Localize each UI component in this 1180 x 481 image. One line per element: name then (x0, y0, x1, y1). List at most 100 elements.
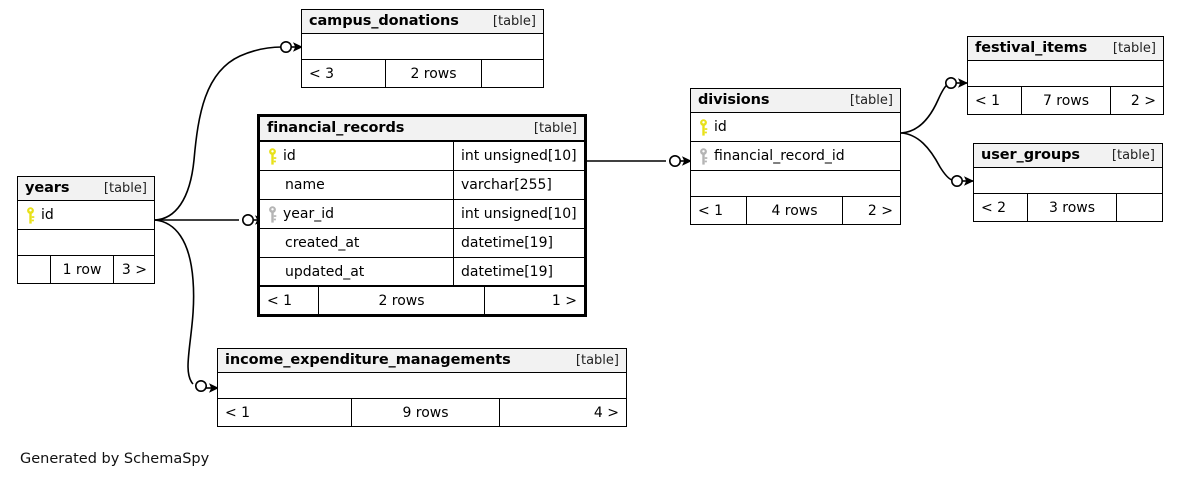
primary-key-icon (27, 206, 35, 224)
columns-ellipsis (218, 373, 626, 399)
table-footer: < 1 2 rows 1 > (260, 287, 584, 314)
table-type-tag: [table] (1112, 40, 1156, 56)
table-title: income_expenditure_managements (225, 352, 511, 368)
footer-child-count[interactable] (481, 60, 543, 87)
column-name-cell: id (18, 201, 154, 229)
footer-parent-count[interactable]: < 1 (267, 292, 293, 309)
table-footer: < 1 4 rows 2 > (691, 197, 900, 224)
footer-parent-count[interactable]: < 1 (225, 404, 251, 421)
table-type-tag: [table] (849, 92, 893, 108)
column-type: int unsigned[10] (453, 200, 584, 228)
table-title: user_groups (981, 147, 1080, 163)
column-type: varchar[255] (453, 171, 584, 199)
table-type-tag: [table] (103, 180, 147, 196)
column-name-cell: updated_at (260, 258, 453, 285)
table-footer: < 1 7 rows 2 > (968, 87, 1163, 114)
table-title: divisions (698, 92, 770, 108)
column-name-cell: year_id (260, 200, 453, 228)
edge-financial-records-divisions (587, 155, 692, 168)
column-row[interactable]: financial_record_id (691, 142, 900, 171)
table-type-tag: [table] (575, 352, 619, 368)
column-name: id (283, 148, 296, 164)
table-footer: < 1 9 rows 4 > (218, 399, 626, 426)
column-name: name (285, 177, 325, 193)
table-type-tag: [table] (1111, 147, 1155, 163)
table-header: user_groups [table] (974, 144, 1162, 168)
column-name: year_id (283, 206, 335, 222)
table-header: years [table] (18, 177, 154, 201)
column-name: created_at (285, 235, 360, 251)
table-header: campus_donations [table] (302, 10, 543, 34)
footer-child-count[interactable]: 4 > (499, 399, 626, 426)
table-type-tag: [table] (492, 13, 536, 29)
table-header: income_expenditure_managements [table] (218, 349, 626, 373)
column-name-cell: financial_record_id (691, 142, 900, 170)
footer-parent-count[interactable]: < 3 (309, 65, 335, 82)
columns-ellipsis (18, 230, 154, 256)
footer-row-count: 2 rows (318, 287, 484, 314)
table-divisions[interactable]: divisions [table] id (690, 88, 901, 225)
table-campus-donations[interactable]: campus_donations [table] < 3 2 rows (301, 9, 544, 88)
primary-key-icon (269, 147, 277, 165)
table-footer: < 2 3 rows (974, 194, 1162, 221)
footer-parent-count[interactable] (18, 256, 50, 283)
column-row[interactable]: created_at datetime[19] (260, 229, 584, 258)
footer-row-count: 2 rows (385, 60, 481, 87)
footer-child-count[interactable]: 2 > (1110, 87, 1163, 114)
table-type-tag: [table] (533, 120, 577, 136)
footer-parent-count[interactable]: < 1 (975, 92, 1001, 109)
column-type: datetime[19] (453, 229, 584, 257)
column-name: id (714, 119, 727, 135)
foreign-key-icon (269, 205, 277, 223)
footer-row-count: 4 rows (746, 197, 842, 224)
column-type: datetime[19] (453, 258, 584, 285)
footer-row-count: 7 rows (1021, 87, 1110, 114)
table-header: divisions [table] (691, 89, 900, 113)
column-name-cell: id (260, 142, 453, 170)
table-header: festival_items [table] (968, 37, 1163, 61)
footer-child-count[interactable]: 1 > (484, 287, 584, 314)
generator-credit: Generated by SchemaSpy (20, 451, 210, 467)
column-type: int unsigned[10] (453, 142, 584, 170)
primary-key-icon (700, 118, 708, 136)
foreign-key-icon (700, 147, 708, 165)
footer-child-count[interactable]: 2 > (842, 197, 900, 224)
footer-parent-count[interactable]: < 2 (981, 199, 1007, 216)
table-title: festival_items (975, 40, 1088, 56)
footer-row-count: 3 rows (1027, 194, 1116, 221)
footer-parent-count[interactable]: < 1 (698, 202, 724, 219)
table-footer: 1 row 3 > (18, 256, 154, 283)
footer-row-count: 9 rows (351, 399, 499, 426)
table-user-groups[interactable]: user_groups [table] < 2 3 rows (973, 143, 1163, 222)
column-name: id (41, 207, 54, 223)
table-header: financial_records [table] (260, 117, 584, 142)
table-income-expenditure-managements[interactable]: income_expenditure_managements [table] <… (217, 348, 627, 427)
column-row[interactable]: id int unsigned[10] (260, 142, 584, 171)
column-row[interactable]: id (691, 113, 900, 142)
table-title: years (25, 180, 70, 196)
table-financial-records[interactable]: financial_records [table] id int unsigne… (257, 114, 587, 317)
edge-years-financial-records (155, 214, 265, 227)
footer-row-count: 1 row (50, 256, 113, 283)
footer-child-count[interactable]: 3 > (113, 256, 154, 283)
column-name: updated_at (285, 263, 365, 280)
column-row[interactable]: year_id int unsigned[10] (260, 200, 584, 229)
footer-child-count[interactable] (1116, 194, 1162, 221)
table-festival-items[interactable]: festival_items [table] < 1 7 rows 2 > (967, 36, 1164, 115)
columns-ellipsis (302, 34, 543, 60)
table-title: campus_donations (309, 13, 459, 29)
column-name-cell: name (260, 171, 453, 199)
columns-ellipsis (691, 171, 900, 197)
table-title: financial_records (267, 120, 405, 136)
column-row[interactable]: updated_at datetime[19] (260, 258, 584, 287)
table-footer: < 3 2 rows (302, 60, 543, 87)
columns-ellipsis (968, 61, 1163, 87)
column-name-cell: id (691, 113, 900, 141)
table-years[interactable]: years [table] id 1 row 3 > (17, 176, 155, 284)
column-row[interactable]: name varchar[255] (260, 171, 584, 200)
column-name: financial_record_id (714, 148, 845, 164)
edge-divisions-festival-items (900, 77, 968, 134)
column-row[interactable]: id (18, 201, 154, 230)
edge-divisions-user-groups (900, 132, 974, 188)
